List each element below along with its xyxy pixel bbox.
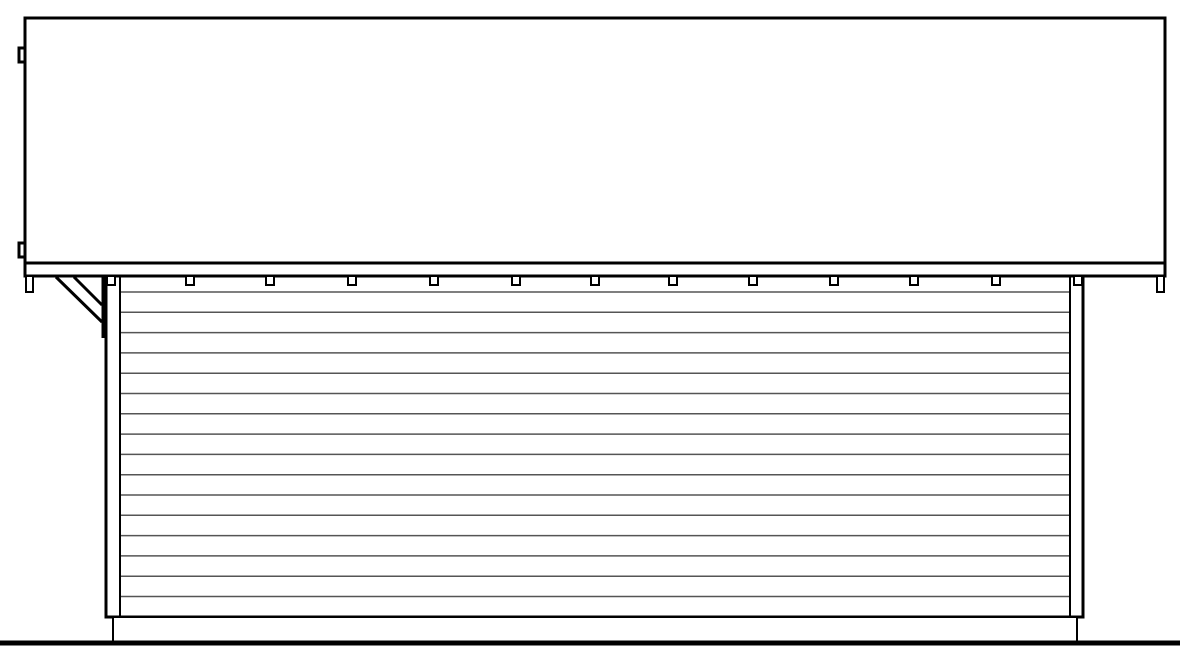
roof	[17, 16, 1167, 293]
roof-fascia	[23, 261, 1167, 278]
wall-outline	[104, 274, 1085, 619]
roof-face	[23, 16, 1167, 265]
purlin-end	[106, 275, 116, 286]
purlin-end	[1073, 275, 1083, 286]
siding-boards	[121, 291, 1069, 598]
purlin-ends	[106, 275, 1083, 286]
foundation	[112, 616, 1078, 643]
rafter-end-left	[25, 275, 34, 293]
purlin-end	[590, 275, 600, 286]
purlin-end	[265, 275, 275, 286]
wall	[104, 274, 1085, 619]
purlin-end	[909, 275, 919, 286]
roof-hook-bottom-icon	[17, 241, 24, 259]
bracket	[54, 275, 107, 338]
purlin-end	[668, 275, 678, 286]
purlin-end	[185, 275, 195, 286]
purlin-end	[347, 275, 357, 286]
purlin-end	[829, 275, 839, 286]
rafter-end-right	[1156, 275, 1165, 293]
purlin-end	[991, 275, 1001, 286]
purlin-end	[748, 275, 758, 286]
purlin-end	[429, 275, 439, 286]
roof-hook-top-icon	[17, 46, 24, 64]
purlin-end	[511, 275, 521, 286]
